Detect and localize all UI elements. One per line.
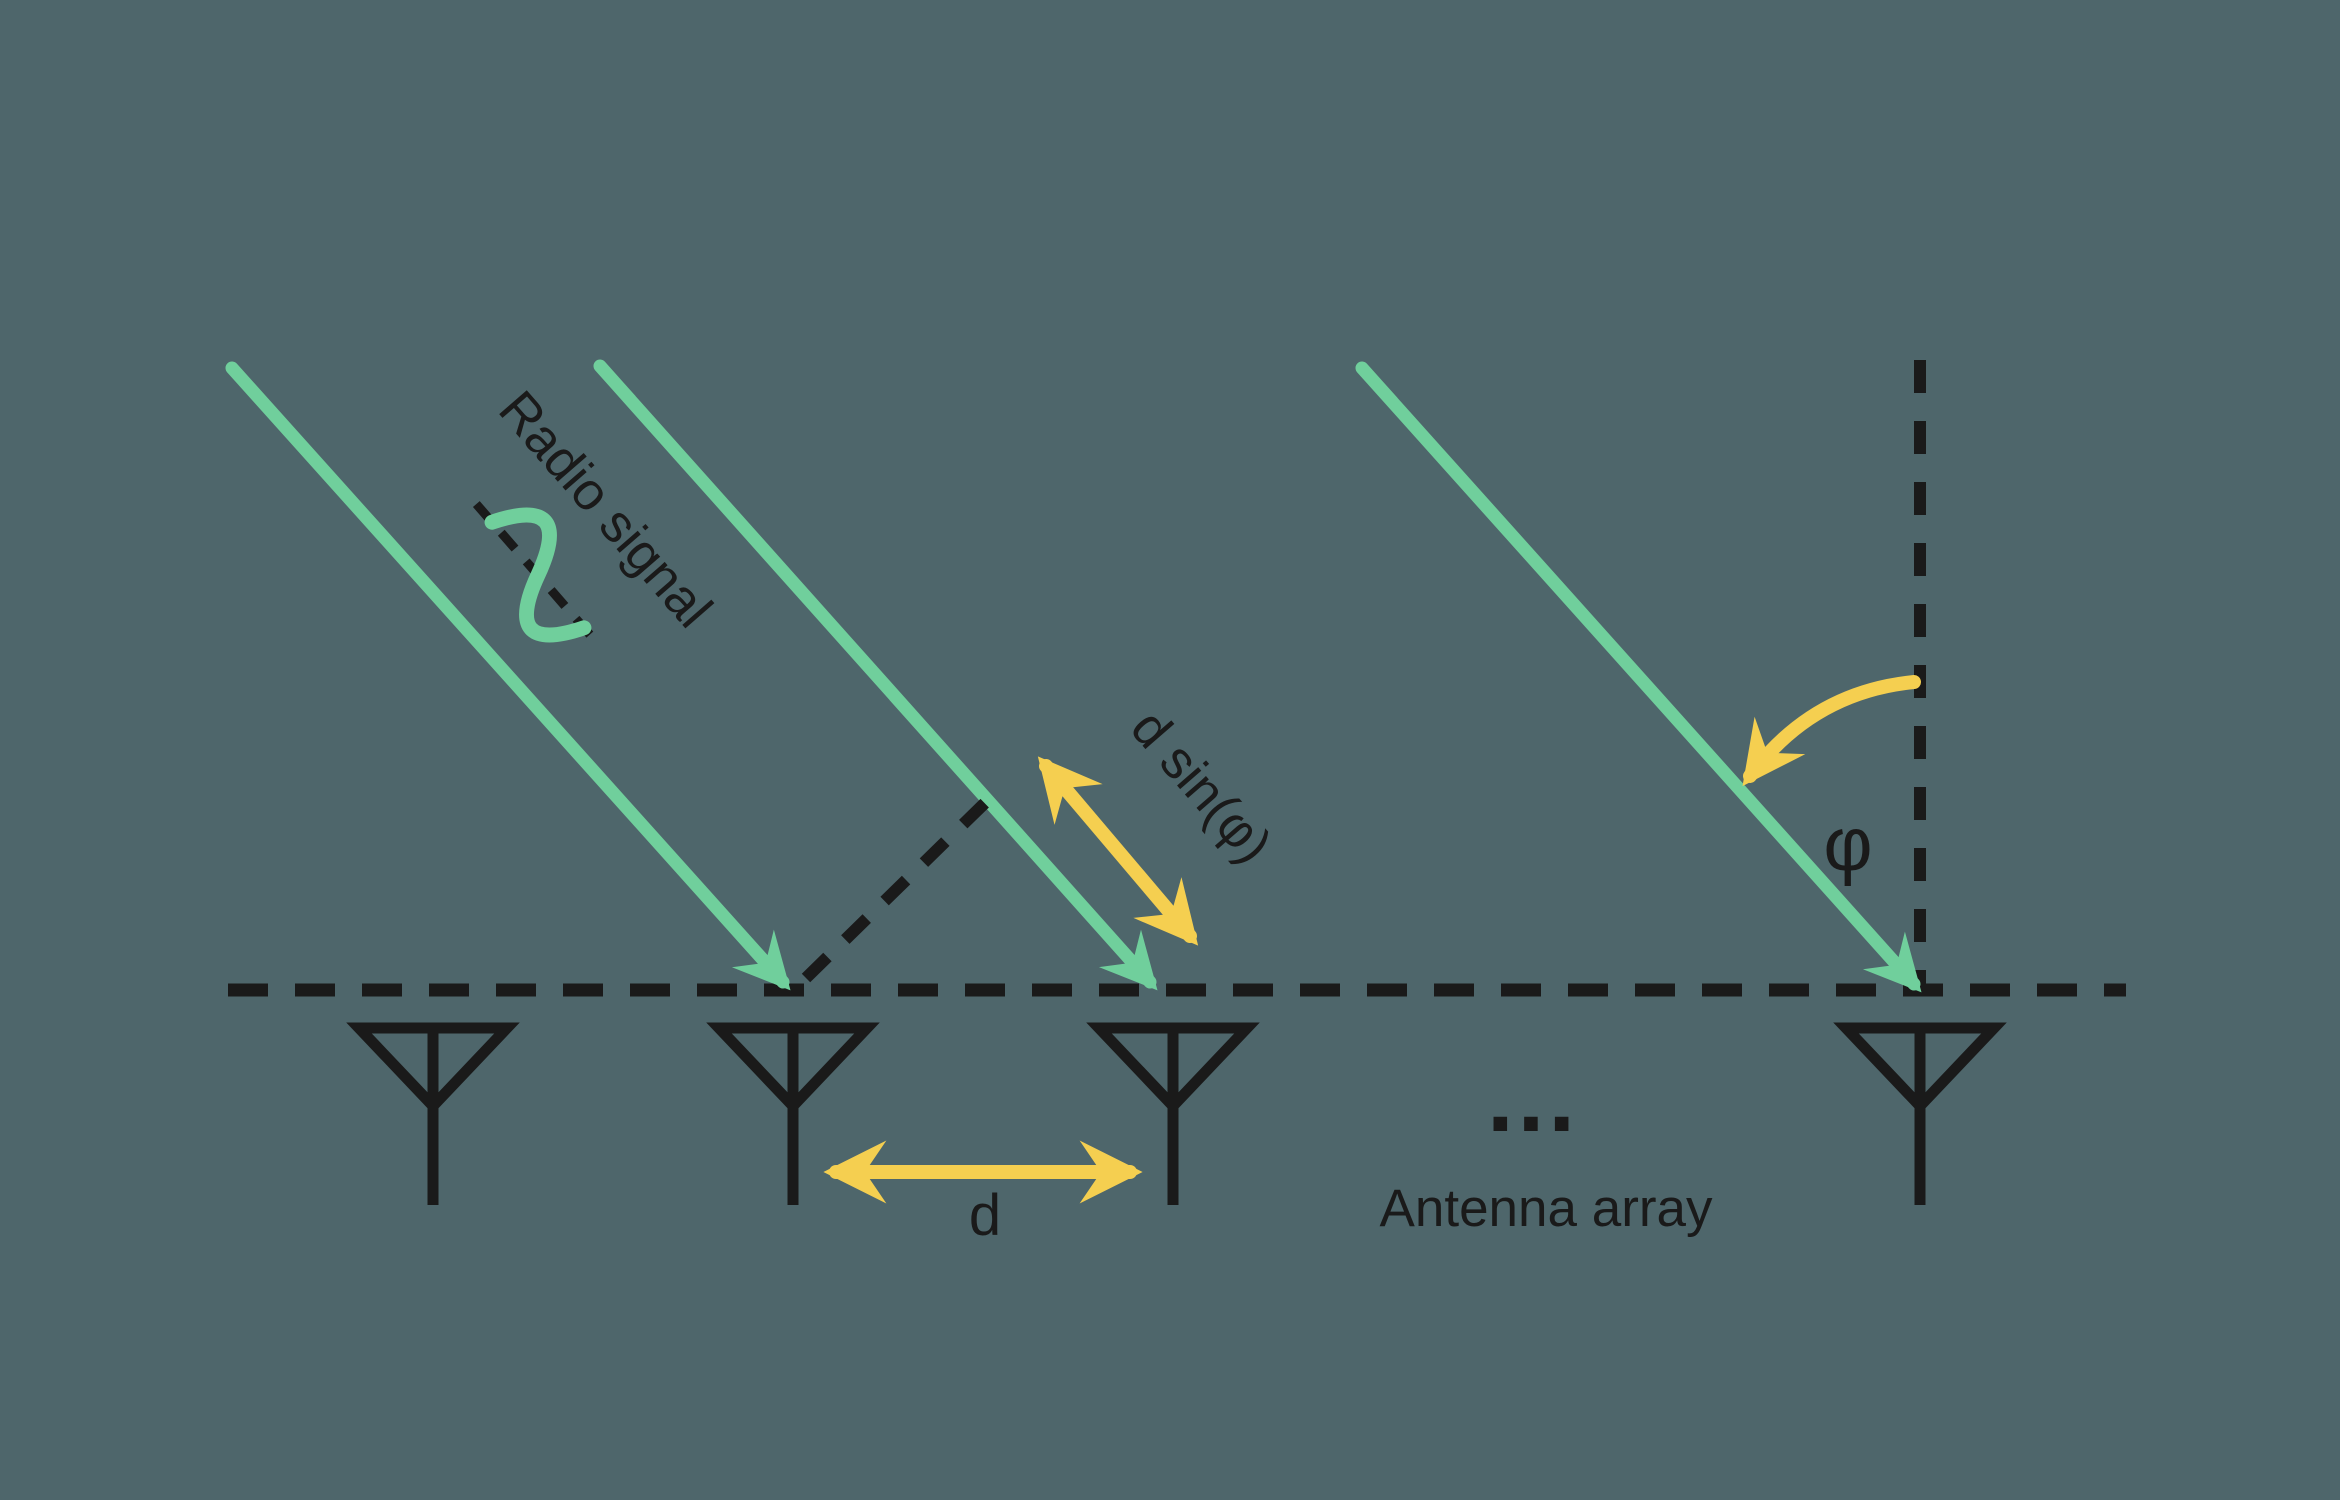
signal-arrow-icon [593, 359, 1158, 991]
curved-arrow-icon [1742, 675, 1921, 787]
path-difference-label: d sin(φ) [1119, 699, 1283, 875]
spacing-d-label: d [969, 1183, 1001, 1248]
antenna-icon-1 [346, 1022, 520, 1205]
sine-wave-icon [472, 501, 604, 649]
antenna-icon-2 [706, 1022, 880, 1205]
phi-angle-label: φ [1823, 802, 1872, 887]
double-arrow-icon [1037, 756, 1199, 946]
antenna-array-label: Antenna array [1380, 1179, 1713, 1238]
antenna-icon-4 [1833, 1022, 2007, 1205]
antenna-icon-3 [1086, 1022, 1260, 1205]
signal-arrow-icon [225, 361, 791, 991]
ellipsis-label: ... [1487, 1045, 1579, 1152]
wavefront-dashed-line [801, 791, 997, 983]
signal-arrow-icon [1355, 361, 1922, 993]
